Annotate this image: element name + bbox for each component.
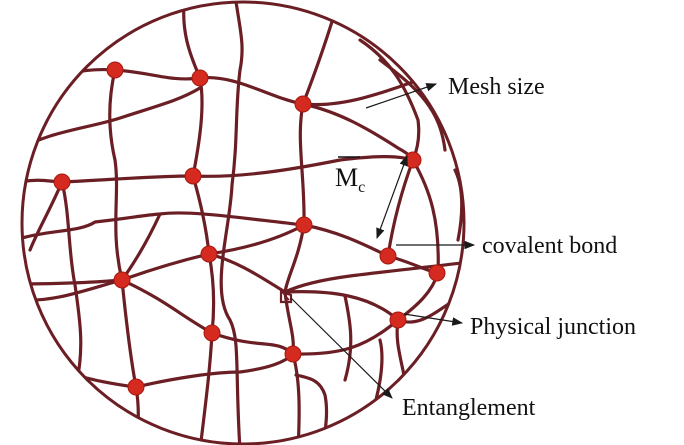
crosslink-point (295, 216, 313, 234)
network-boundary-circle (20, 0, 466, 445)
entanglement-arrow (290, 297, 393, 399)
polymer-chain (453, 168, 464, 242)
crosslink-point (203, 324, 221, 342)
polymer-chain (28, 180, 64, 252)
crosslink-point (284, 345, 302, 363)
polymer-chain (182, 2, 216, 444)
polymer-chain (395, 158, 440, 382)
mesh-size-arrow (365, 83, 438, 109)
crosslink-point (294, 95, 312, 113)
polymer-chain (22, 211, 390, 258)
polymer-chain (28, 67, 442, 107)
crosslink-point (428, 264, 446, 282)
crosslink-point (127, 378, 145, 396)
entanglement-marker (279, 290, 293, 304)
entanglement-label: Entanglement (402, 395, 536, 421)
mc-double-arrow (376, 154, 408, 240)
polymer-chain (219, 2, 244, 444)
crosslink-point (404, 151, 422, 169)
svg-text:Mc: Mc (335, 163, 365, 196)
polymer-chain (378, 58, 447, 152)
polymer-chain (283, 102, 306, 444)
polymer-chain (22, 86, 202, 152)
physical-junction-arrow (403, 313, 464, 326)
polymer-chain (207, 252, 464, 294)
polymer-chain (343, 294, 353, 382)
crosslink-point (200, 245, 218, 263)
mc-main-letter: M (335, 163, 358, 192)
crosslink-point (106, 61, 124, 79)
polymer-chain (358, 38, 421, 162)
crosslink-point (184, 167, 202, 185)
crosslink-point (191, 69, 209, 87)
crosslink-points (53, 61, 446, 396)
mesh-size-label: Mesh size (448, 74, 545, 100)
crosslink-point (53, 173, 71, 191)
polymer-chain (368, 338, 384, 422)
annotation-arrows (290, 83, 476, 399)
polymer-chain (22, 223, 306, 286)
crosslink-point (389, 311, 407, 329)
covalent-bond-label: covalent bond (482, 233, 617, 259)
physical-junction-label: Physical junction (470, 314, 636, 340)
crosslink-point (379, 247, 397, 265)
polymer-chain (60, 180, 83, 392)
mc-subscript: c (358, 179, 365, 196)
mc-symbol: Mc (335, 156, 365, 196)
polymer-chain (36, 352, 295, 389)
crosslink-point (113, 271, 131, 289)
polymer-chain (301, 102, 415, 162)
